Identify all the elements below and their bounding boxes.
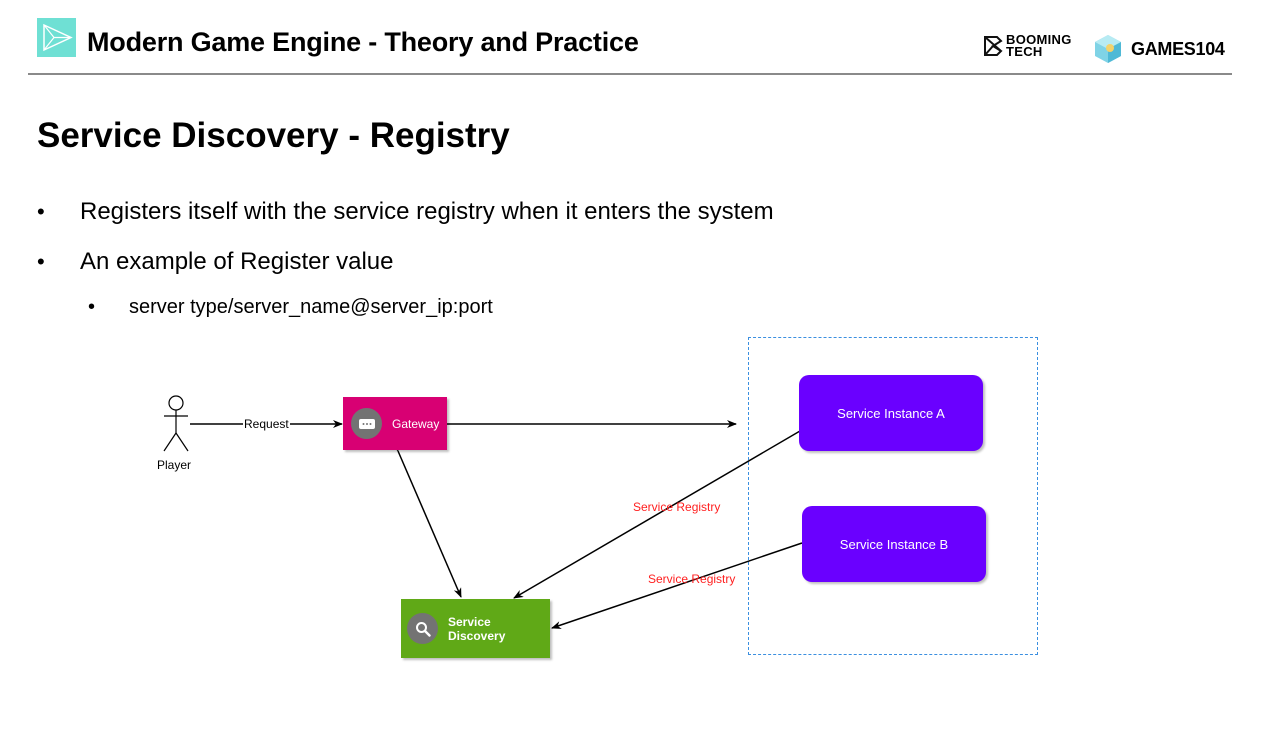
booming-tech-logo: BOOMING TECH <box>983 32 1072 59</box>
service-instance-b-label: Service Instance B <box>839 536 949 552</box>
request-label: Request <box>243 417 290 431</box>
edge-gateway-discovery <box>390 441 462 598</box>
service-instances-container <box>748 337 1038 655</box>
edge-registry-a <box>513 430 801 599</box>
bullet-item: • Registers itself with the service regi… <box>37 198 774 226</box>
sub-bullet-text: server type/server_name@server_ip:port <box>129 296 493 318</box>
service-instance-b-node[interactable]: Service Instance B <box>802 506 986 582</box>
sub-bullet-item: • server type/server_name@server_ip:port <box>88 296 493 319</box>
gateway-node[interactable]: Gateway <box>343 397 447 450</box>
bullet-dot: • <box>88 296 96 318</box>
service-discovery-label: Service Discovery <box>448 614 506 643</box>
search-icon <box>407 613 438 644</box>
slide-title: Service Discovery - Registry <box>37 116 510 155</box>
registry-label-a: Service Registry <box>633 500 721 514</box>
player-label: Player <box>157 458 192 472</box>
registry-label-b: Service Registry <box>648 572 736 586</box>
course-logo <box>37 18 76 57</box>
edge-registry-b <box>551 542 803 629</box>
service-discovery-node[interactable]: Service Discovery <box>401 599 550 658</box>
brand-games104: GAMES104 <box>1131 38 1225 59</box>
bullet-dot: • <box>37 249 45 274</box>
games104-logo: GAMES104 <box>1093 34 1225 64</box>
header-divider <box>28 73 1232 75</box>
service-instance-a-node[interactable]: Service Instance A <box>799 375 983 451</box>
bullet-item: • An example of Register value <box>37 248 394 276</box>
booming-tech-mark-icon <box>984 36 1003 56</box>
service-instance-a-label: Service Instance A <box>837 405 945 421</box>
games104-cube-icon <box>1095 35 1121 63</box>
brand-booming-line1: BOOMING <box>1006 32 1072 47</box>
course-title: Modern Game Engine - Theory and Practice <box>87 27 639 57</box>
gateway-label: Gateway <box>392 416 440 431</box>
ellipsis-icon <box>351 408 382 439</box>
bullet-dot: • <box>37 199 45 224</box>
bullet-text: Registers itself with the service regist… <box>80 198 774 225</box>
play-triangle-icon <box>43 23 73 52</box>
player-actor-icon <box>163 395 189 452</box>
bullet-text: An example of Register value <box>80 248 394 275</box>
brand-booming-line2: TECH <box>1006 44 1043 59</box>
